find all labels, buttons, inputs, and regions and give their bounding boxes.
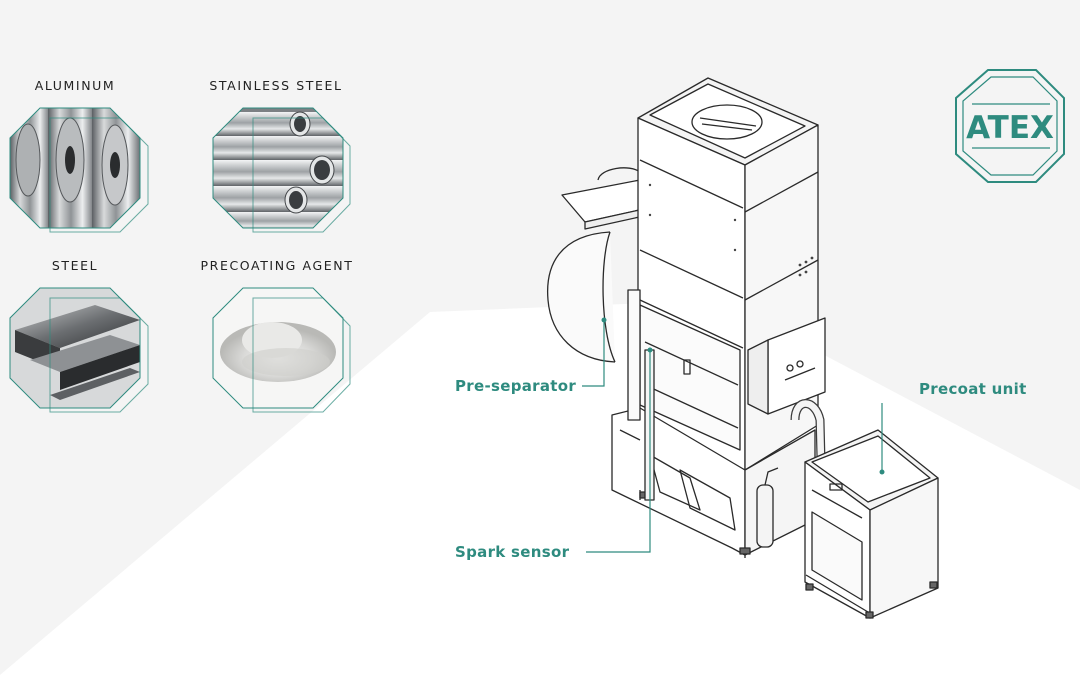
stainless-steel-image [212, 107, 351, 233]
material-label-precoating-agent: PRECOATING AGENT [200, 258, 354, 273]
material-label-steel: STEEL [51, 258, 99, 273]
callout-precoat-unit: Precoat unit [919, 380, 1027, 398]
callout-leaders [582, 317, 885, 553]
atex-badge-text: ATEX [966, 110, 1054, 146]
atex-badge: ATEX [955, 69, 1065, 183]
precoating-agent-image [212, 287, 351, 413]
dust-extractor-drawing [546, 77, 939, 619]
callout-spark-sensor: Spark sensor [455, 543, 570, 561]
aluminum-image [9, 107, 149, 233]
pre-separator-leader [582, 322, 605, 387]
spark-sensor-leader [586, 352, 651, 553]
callout-pre-separator: Pre-separator [455, 377, 577, 395]
steel-image [9, 287, 149, 413]
material-label-aluminum: ALUMINUM [34, 78, 116, 93]
material-label-stainless-steel: STAINLESS STEEL [209, 78, 343, 93]
